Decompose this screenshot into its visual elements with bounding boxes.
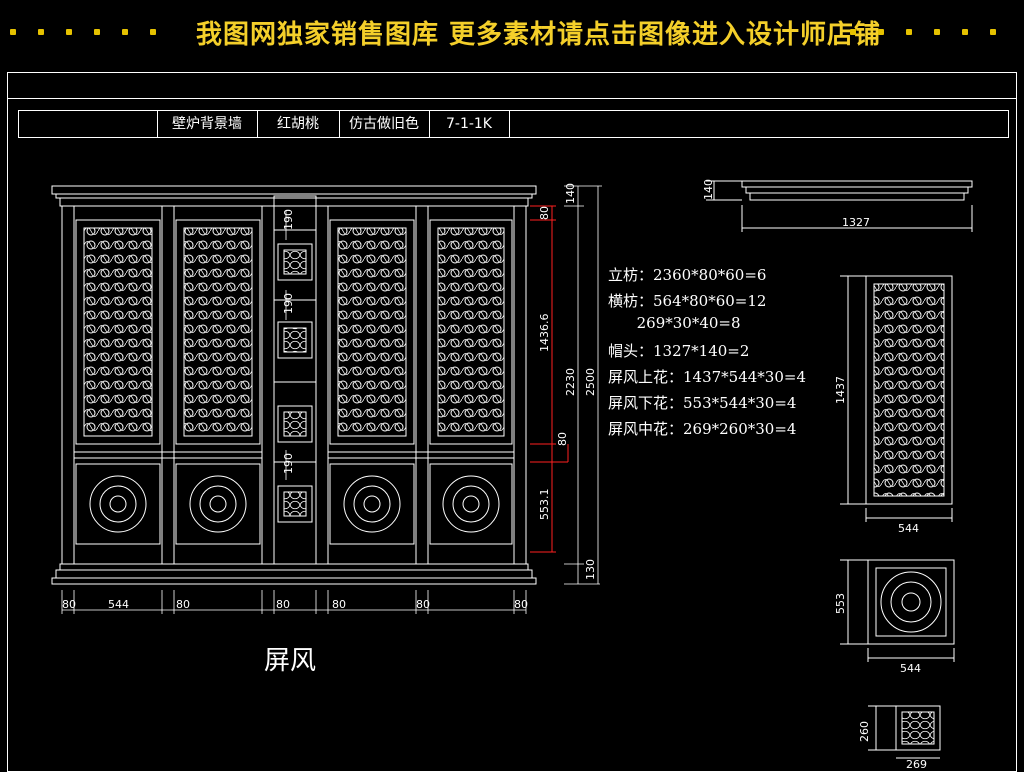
drawing-caption: 屏风 (264, 646, 317, 676)
spec-line-6: 屏风中花：269*260*30=4 (608, 420, 797, 438)
dim-lower-panel: 553.1 (538, 489, 551, 521)
title-block: 壁炉背景墙 红胡桃 仿古做旧色 7-1-1K (18, 110, 1009, 138)
dim-middle-190b: 190 (282, 293, 295, 314)
dim-detail-mid-h: 260 (858, 721, 871, 742)
width-dimensions (61, 590, 527, 614)
lower-flower-detail (840, 559, 955, 662)
dim-col-80b: 80 (176, 598, 190, 611)
red-dimensions (530, 205, 569, 553)
dim-upper-gap: 80 (538, 206, 551, 220)
dim-col-80f: 80 (514, 598, 528, 611)
dim-upper-panel: 1436.6 (538, 314, 551, 353)
banner-dots-right (850, 22, 996, 42)
dim-top-cap-width: 1327 (842, 216, 870, 229)
spec-line-3: 帽头：1327*140=2 (608, 342, 750, 360)
title-block-name: 壁炉背景墙 (157, 111, 258, 137)
middle-column (273, 195, 317, 523)
lower-panels (75, 463, 513, 545)
dim-detail-lower-w: 544 (900, 662, 921, 675)
dim-detail-lower-h: 553 (834, 593, 847, 614)
frame-divider (7, 98, 1017, 99)
dim-panel-544: 544 (108, 598, 129, 611)
dim-col-80a: 80 (62, 598, 76, 611)
title-block-finish: 仿古做旧色 (339, 111, 430, 137)
dim-col-80d: 80 (332, 598, 346, 611)
title-block-code: 7-1-1K (429, 111, 510, 137)
banner-dots-left (10, 22, 156, 42)
base (51, 563, 537, 585)
spec-line-1: 横枋：564*80*60=12 (608, 292, 767, 310)
cap-detail (706, 180, 973, 232)
spec-line-4: 屏风上花：1437*544*30=4 (608, 368, 807, 386)
upper-panels (75, 219, 513, 445)
spec-line-2: 269*30*40=8 (608, 314, 741, 332)
dim-col-80e: 80 (416, 598, 430, 611)
dim-middle-190c: 190 (282, 453, 295, 474)
upper-flower-detail (840, 275, 953, 522)
banner[interactable]: 我图网独家销售图库 更多素材请点击图像进入设计师店铺 (0, 0, 1024, 64)
title-block-material: 红胡桃 (257, 111, 340, 137)
dim-top-cap-height: 140 (702, 179, 715, 200)
dim-detail-upper-w: 544 (898, 522, 919, 535)
dim-detail-upper-h: 1437 (834, 376, 847, 404)
dim-total-height: 2500 (584, 368, 597, 396)
dim-col-80c: 80 (276, 598, 290, 611)
dim-middle-190a: 190 (282, 209, 295, 230)
title-block-spacer (19, 111, 158, 137)
spec-line-0: 立枋：2360*80*60=6 (608, 266, 767, 284)
mid-rails (74, 451, 514, 459)
dim-base: 130 (584, 559, 597, 580)
middle-flower-detail (868, 705, 941, 759)
dim-inner-height: 2230 (564, 368, 577, 396)
dim-mid-gap: 80 (556, 432, 569, 446)
banner-text[interactable]: 我图网独家销售图库 更多素材请点击图像进入设计师店铺 (196, 20, 882, 50)
spec-line-5: 屏风下花：553*544*30=4 (608, 394, 797, 412)
dim-top-cap-right: 140 (564, 183, 577, 204)
dim-detail-mid-w: 269 (906, 758, 927, 768)
